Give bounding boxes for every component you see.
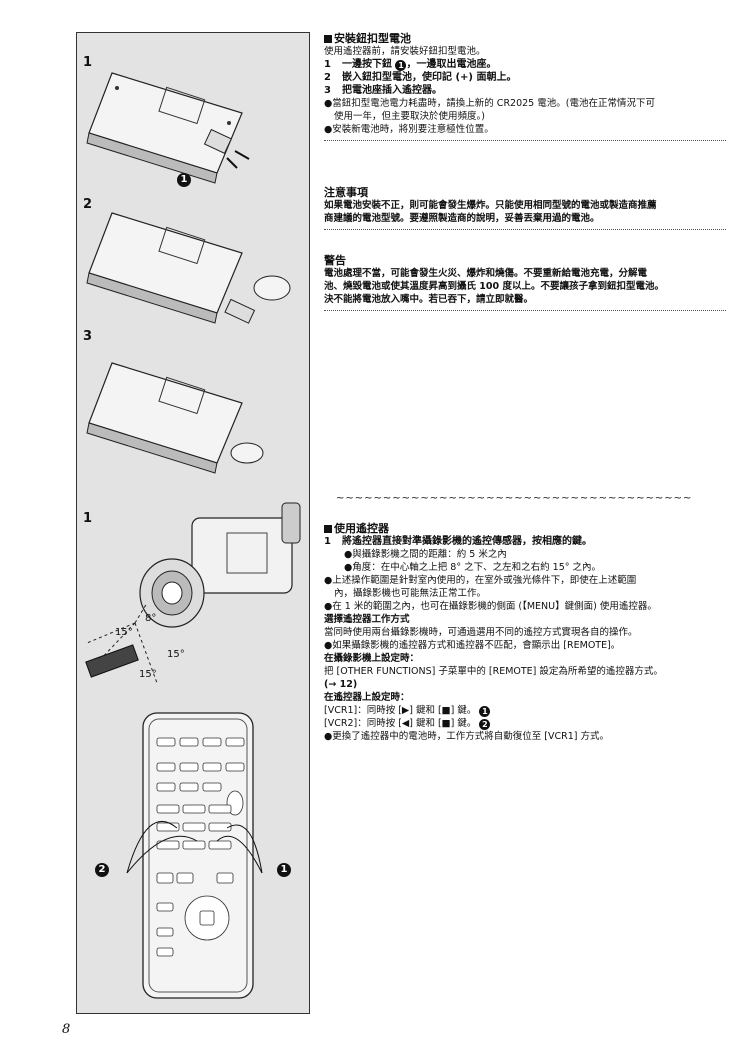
square-bullet-icon <box>324 525 332 533</box>
warning-line-1: 電池處理不當，可能會發生火災、爆炸和燒傷。不要重新給電池充電，分解電 <box>324 268 648 279</box>
install-note-1: ●當鈕扣型電池電力耗盡時，請換上新的 CR2025 電池。(電池在正常情況下可 <box>324 98 655 109</box>
vcr2-setting: [VCR2]：同時按 [◀] 鍵和 [■] 鍵。 2 <box>324 717 726 730</box>
step-label-use-1: 1 <box>83 511 93 526</box>
vcr1-marker-icon: 1 <box>479 706 491 717</box>
page-number: 8 <box>62 1022 71 1037</box>
remote-insert-holder-drawing <box>86 362 264 474</box>
caution-line-2: 商建議的電池型號。要遵照製造商的說明，妥善丟棄用過的電池。 <box>324 213 600 224</box>
release-button-marker: 1 <box>177 173 191 187</box>
install-note-2: ●安裝新電池時，將別要注意極性位置。 <box>324 124 494 135</box>
step-label-3: 3 <box>83 329 93 344</box>
remote-insert-battery-drawing <box>86 212 291 324</box>
warning-title: 警告 <box>324 254 346 267</box>
caution-title: 注意事項 <box>324 186 368 199</box>
warning-line-3: 決不能將電池放入嘴中。若已吞下，請立即就醫。 <box>324 294 534 305</box>
illustration-drawing <box>85 72 301 999</box>
divider <box>324 140 726 141</box>
warning-section: 警告 電池處理不當，可能會發生火災、爆炸和燒傷。不要重新給電池充電，分解電 池、… <box>324 254 726 315</box>
use-note-2: ●在 1 米的範圍之內，也可在攝錄影機的側面 (【MENU】鍵側面) 使用遙控器… <box>324 601 657 612</box>
caution-section: 注意事項 如果電池安裝不正，則可能會發生爆炸。只能使用相同型號的電池或製造商推薦… <box>324 186 726 234</box>
use-range-distance: ●與攝錄影機之間的距離：約 5 米之內 <box>344 549 507 560</box>
remote-setting-title: 在遙控器上設定時： <box>324 692 410 703</box>
install-note-1b: 使用一年，但主要取決於使用頻度。) <box>334 111 485 122</box>
angle-label-right: 15° <box>167 649 185 660</box>
step-label-2: 2 <box>83 197 93 212</box>
angle-label-bottom: 15° <box>139 669 157 680</box>
use-title: 使用遙控器 <box>324 522 726 535</box>
install-title: 安裝鈕扣型電池 <box>324 32 726 45</box>
use-note-1: ●上述操作範圍是針對室內使用的，在室外或強光條件下，即使在上述範圍 <box>324 575 637 586</box>
install-intro: 使用遙控器前，請安裝好鈕扣型電池。 <box>324 46 486 57</box>
warning-line-2: 池、燒毀電池或使其溫度昇高到攝氏 100 度以上。不要讓孩子拿到鈕扣型電池。 <box>324 281 664 292</box>
vcr2-marker-icon: 2 <box>479 719 491 730</box>
illustration-panel: 1 2 3 1 1 8° 15° 15° 15° 2 1 <box>76 32 310 1014</box>
release-button-icon: 1 <box>395 60 407 71</box>
camera-setting-line-2: (→ 12) <box>324 679 358 690</box>
mode-title: 選擇遙控器工作方式 <box>324 614 410 625</box>
battery-reset-note: ●更換了遙控器中的電池時，工作方式將自動復位至 [VCR1] 方式。 <box>324 731 610 742</box>
remote-battery-removal-drawing <box>86 72 250 184</box>
camcorder-drawing <box>85 502 301 684</box>
square-bullet-icon <box>324 35 332 43</box>
callout-vcr1-marker: 1 <box>277 863 291 877</box>
camera-setting-line-1: 把 [OTHER FUNCTIONS] 子菜單中的 [REMOTE] 設定為所希… <box>324 666 663 677</box>
remote-front-drawing <box>126 712 263 999</box>
divider <box>324 229 726 230</box>
angle-label-left: 15° <box>115 627 133 638</box>
use-range-angle: ●角度：在中心軸之上把 8° 之下、之左和之右約 15° 之內。 <box>344 562 602 573</box>
mode-line-2: ●如果攝錄影機的遙控器方式和遙控器不匹配，會顯示出 [REMOTE]。 <box>324 640 621 651</box>
use-note-1b: 內，攝錄影機也可能無法正常工作。 <box>334 588 487 599</box>
angle-label-top: 8° <box>145 613 157 624</box>
camera-setting-title: 在攝錄影機上設定時： <box>324 653 420 664</box>
wave-divider: ~~~~~~~~~~~~~~~~~~~~~~~~~~~~~~~~~~~~~~ <box>336 493 693 504</box>
callout-vcr2-marker: 2 <box>95 863 109 877</box>
divider <box>324 310 726 311</box>
vcr1-setting: [VCR1]：同時按 [▶] 鍵和 [■] 鍵。 1 <box>324 704 726 717</box>
mode-line-1: 當同時使用兩台攝錄影機時，可通過選用不同的遙控方式實現各自的操作。 <box>324 627 638 638</box>
step-label-1: 1 <box>83 55 93 70</box>
caution-line-1: 如果電池安裝不正，則可能會發生爆炸。只能使用相同型號的電池或製造商推薦 <box>324 200 657 211</box>
